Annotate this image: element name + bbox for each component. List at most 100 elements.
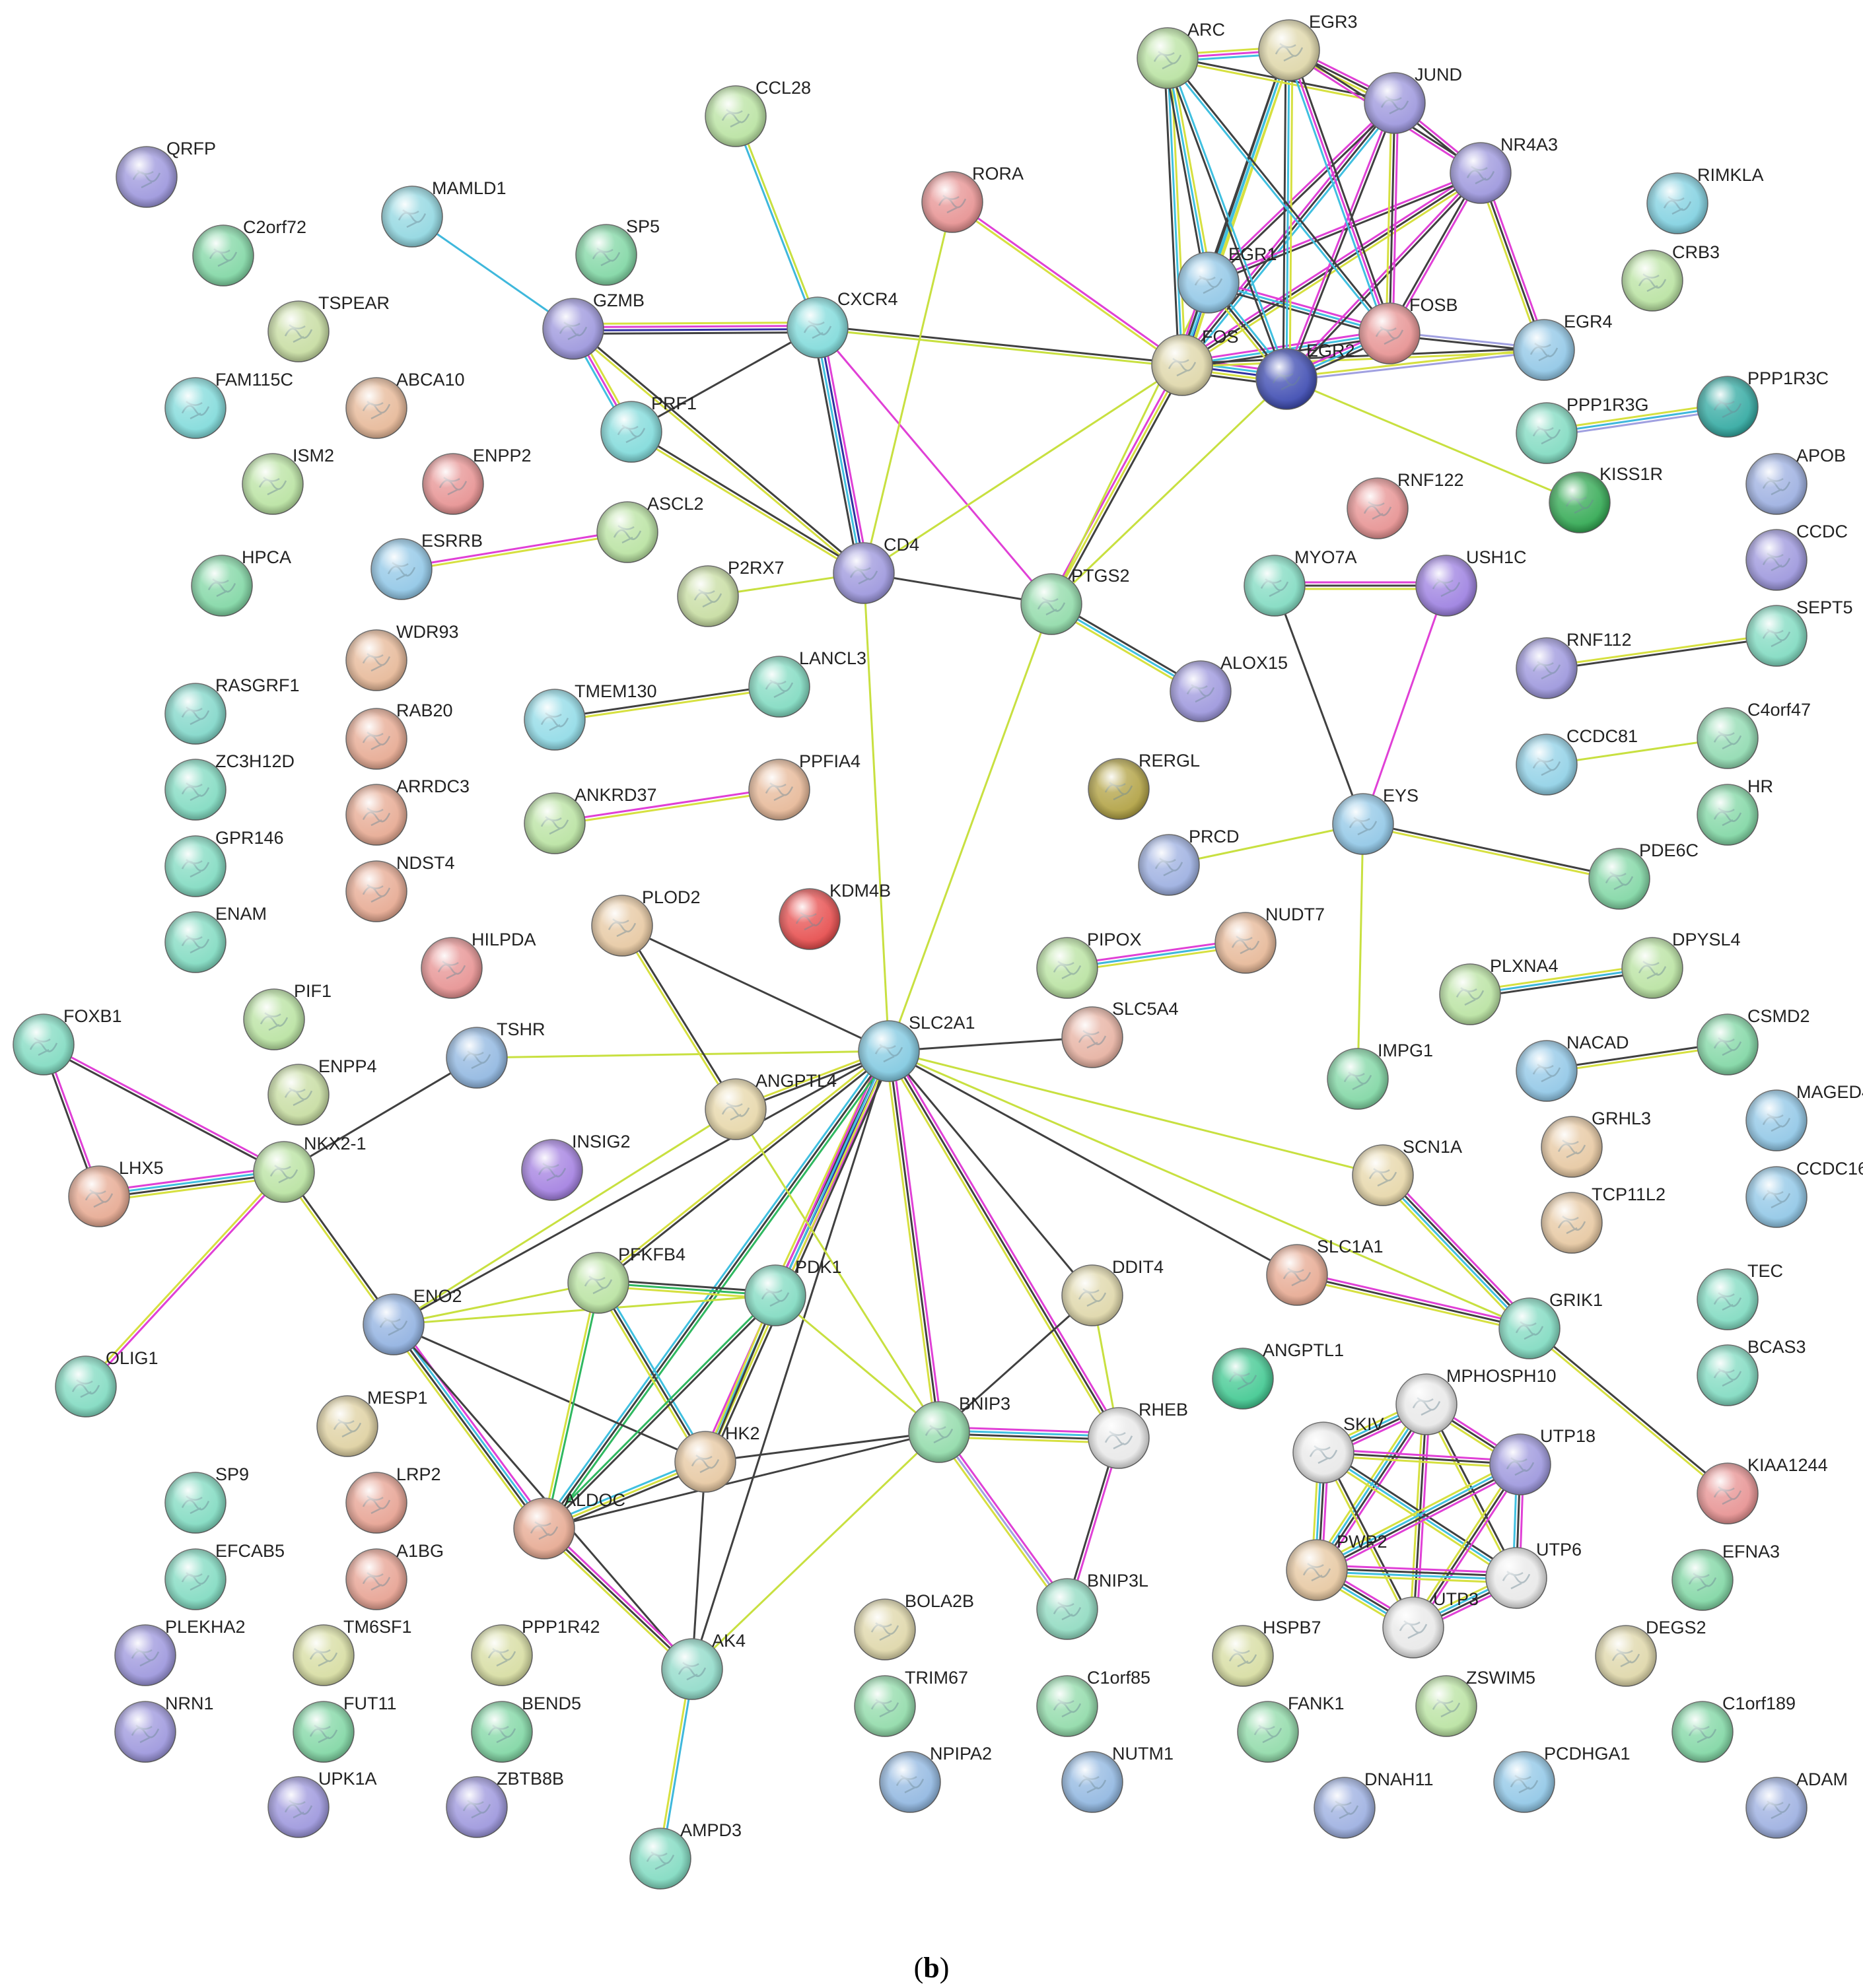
node-hr[interactable]: HR xyxy=(1697,776,1773,846)
node-ppp1r3c[interactable]: PPP1R3C xyxy=(1697,368,1829,438)
node-utp6[interactable]: UTP6 xyxy=(1485,1540,1582,1609)
node-rnf122[interactable]: RNF122 xyxy=(1347,470,1464,539)
node-ppp1r3g[interactable]: PPP1R3G xyxy=(1516,395,1649,464)
node-grhl3[interactable]: GRHL3 xyxy=(1541,1109,1651,1178)
node-ndst4[interactable]: NDST4 xyxy=(345,853,455,922)
node-ascl2[interactable]: ASCL2 xyxy=(596,494,704,563)
node-esrrb[interactable]: ESRRB xyxy=(370,531,483,600)
node-prcd[interactable]: PRCD xyxy=(1138,827,1240,896)
node-insig2[interactable]: INSIG2 xyxy=(521,1132,631,1201)
node-rimkla[interactable]: RIMKLA xyxy=(1646,165,1764,234)
node-angptl4[interactable]: ANGPTL4 xyxy=(705,1071,837,1140)
node-rheb[interactable]: RHEB xyxy=(1088,1400,1188,1469)
node-kiss1r[interactable]: KISS1R xyxy=(1549,464,1663,533)
node-ppfia4[interactable]: PPFIA4 xyxy=(748,751,861,821)
node-plxna4[interactable]: PLXNA4 xyxy=(1439,956,1559,1025)
node-alox15[interactable]: ALOX15 xyxy=(1170,653,1288,722)
node-tmem130[interactable]: TMEM130 xyxy=(524,681,657,751)
node-nr4a3[interactable]: NR4A3 xyxy=(1450,135,1558,204)
node-fos[interactable]: FOS xyxy=(1151,327,1239,396)
node-ccdc16[interactable]: CCDC16 xyxy=(1745,1159,1863,1228)
node-cd4[interactable]: CD4 xyxy=(833,535,919,604)
node-maged4[interactable]: MAGED4 xyxy=(1745,1082,1863,1151)
node-pif1[interactable]: PIF1 xyxy=(243,981,332,1050)
node-ampd3[interactable]: AMPD3 xyxy=(629,1820,742,1890)
node-pdk1[interactable]: PDK1 xyxy=(744,1257,842,1326)
node-hpca[interactable]: HPCA xyxy=(191,547,291,617)
node-pfkfb4[interactable]: PFKFB4 xyxy=(567,1245,685,1314)
node-jund[interactable]: JUND xyxy=(1364,65,1462,134)
node-foxb1[interactable]: FOXB1 xyxy=(13,1006,122,1076)
node-scn1a[interactable]: SCN1A xyxy=(1352,1137,1462,1206)
node-apob[interactable]: APOB xyxy=(1745,446,1846,515)
node-upk1a[interactable]: UPK1A xyxy=(267,1769,377,1838)
node-egr3[interactable]: EGR3 xyxy=(1258,12,1358,81)
node-enpp4[interactable]: ENPP4 xyxy=(267,1056,377,1126)
node-qrfp[interactable]: QRFP xyxy=(116,139,216,208)
node-zbtb8b[interactable]: ZBTB8B xyxy=(446,1769,564,1838)
node-ccdc[interactable]: CCDC xyxy=(1745,522,1848,591)
node-fam115c[interactable]: FAM115C xyxy=(164,370,293,439)
node-mamld1[interactable]: MAMLD1 xyxy=(381,178,507,248)
node-pwp2[interactable]: PWP2 xyxy=(1286,1532,1388,1601)
node-kdm4b[interactable]: KDM4B xyxy=(779,881,891,950)
node-efna3[interactable]: EFNA3 xyxy=(1671,1542,1780,1611)
node-mphosph10[interactable]: MPHOSPH10 xyxy=(1395,1366,1557,1435)
node-ccl28[interactable]: CCL28 xyxy=(705,78,811,147)
node-sp9[interactable]: SP9 xyxy=(164,1464,249,1534)
node-egr1[interactable]: EGR1 xyxy=(1178,244,1277,314)
node-ccdc81[interactable]: CCDC81 xyxy=(1516,726,1638,796)
node-nrn1[interactable]: NRN1 xyxy=(114,1694,214,1763)
node-gzmb[interactable]: GZMB xyxy=(542,291,645,360)
node-ush1c[interactable]: USH1C xyxy=(1415,547,1527,617)
node-plekha2[interactable]: PLEKHA2 xyxy=(114,1617,246,1686)
node-tec[interactable]: TEC xyxy=(1697,1261,1783,1330)
node-ism2[interactable]: ISM2 xyxy=(242,446,334,515)
node-arrdc3[interactable]: ARRDC3 xyxy=(345,776,470,846)
node-utp18[interactable]: UTP18 xyxy=(1489,1426,1596,1495)
node-a1bg[interactable]: A1BG xyxy=(345,1541,444,1610)
node-hk2[interactable]: HK2 xyxy=(674,1423,760,1493)
node-olig1[interactable]: OLIG1 xyxy=(55,1348,158,1418)
node-bnip3l[interactable]: BNIP3L xyxy=(1036,1571,1148,1640)
node-ankrd37[interactable]: ANKRD37 xyxy=(524,785,657,854)
node-sept5[interactable]: SEPT5 xyxy=(1745,598,1853,667)
node-fut11[interactable]: FUT11 xyxy=(293,1694,397,1763)
node-rora[interactable]: RORA xyxy=(921,164,1024,233)
node-rnf112[interactable]: RNF112 xyxy=(1516,630,1632,699)
node-c1orf85[interactable]: C1orf85 xyxy=(1036,1668,1150,1737)
node-lhx5[interactable]: LHX5 xyxy=(68,1158,164,1227)
node-c4orf47[interactable]: C4orf47 xyxy=(1697,700,1811,769)
node-bola2b[interactable]: BOLA2B xyxy=(854,1591,974,1661)
node-nudt7[interactable]: NUDT7 xyxy=(1214,905,1325,974)
node-ppp1r42[interactable]: PPP1R42 xyxy=(471,1617,600,1686)
node-nutm1[interactable]: NUTM1 xyxy=(1061,1744,1174,1813)
node-hspb7[interactable]: HSPB7 xyxy=(1212,1618,1321,1687)
node-slc5a4[interactable]: SLC5A4 xyxy=(1061,999,1179,1068)
node-mesp1[interactable]: MESP1 xyxy=(316,1388,428,1457)
node-wdr93[interactable]: WDR93 xyxy=(345,622,459,691)
node-pde6c[interactable]: PDE6C xyxy=(1588,840,1699,910)
node-p2rx7[interactable]: P2RX7 xyxy=(677,558,785,627)
node-fosb[interactable]: FOSB xyxy=(1358,295,1458,364)
node-tshr[interactable]: TSHR xyxy=(446,1019,545,1089)
node-csmd2[interactable]: CSMD2 xyxy=(1697,1006,1810,1076)
node-ptgs2[interactable]: PTGS2 xyxy=(1020,566,1130,635)
node-bnip3[interactable]: BNIP3 xyxy=(908,1394,1010,1463)
node-nacad[interactable]: NACAD xyxy=(1516,1033,1629,1102)
node-grik1[interactable]: GRIK1 xyxy=(1498,1290,1603,1359)
node-npipa2[interactable]: NPIPA2 xyxy=(879,1744,992,1813)
node-angptl1[interactable]: ANGPTL1 xyxy=(1212,1340,1344,1410)
node-kiaa1244[interactable]: KIAA1244 xyxy=(1697,1455,1828,1525)
node-eno2[interactable]: ENO2 xyxy=(363,1286,462,1355)
node-lrp2[interactable]: LRP2 xyxy=(345,1464,441,1534)
node-gpr146[interactable]: GPR146 xyxy=(164,828,284,897)
node-slc1a1[interactable]: SLC1A1 xyxy=(1266,1237,1384,1306)
node-zc3h12d[interactable]: ZC3H12D xyxy=(164,751,295,821)
node-skiv[interactable]: SKIV xyxy=(1292,1414,1384,1484)
node-myo7a[interactable]: MYO7A xyxy=(1244,547,1357,617)
node-ak4[interactable]: AK4 xyxy=(661,1631,746,1700)
node-fank1[interactable]: FANK1 xyxy=(1237,1694,1345,1763)
node-dpysl4[interactable]: DPYSL4 xyxy=(1621,930,1741,999)
node-bend5[interactable]: BEND5 xyxy=(471,1694,581,1763)
